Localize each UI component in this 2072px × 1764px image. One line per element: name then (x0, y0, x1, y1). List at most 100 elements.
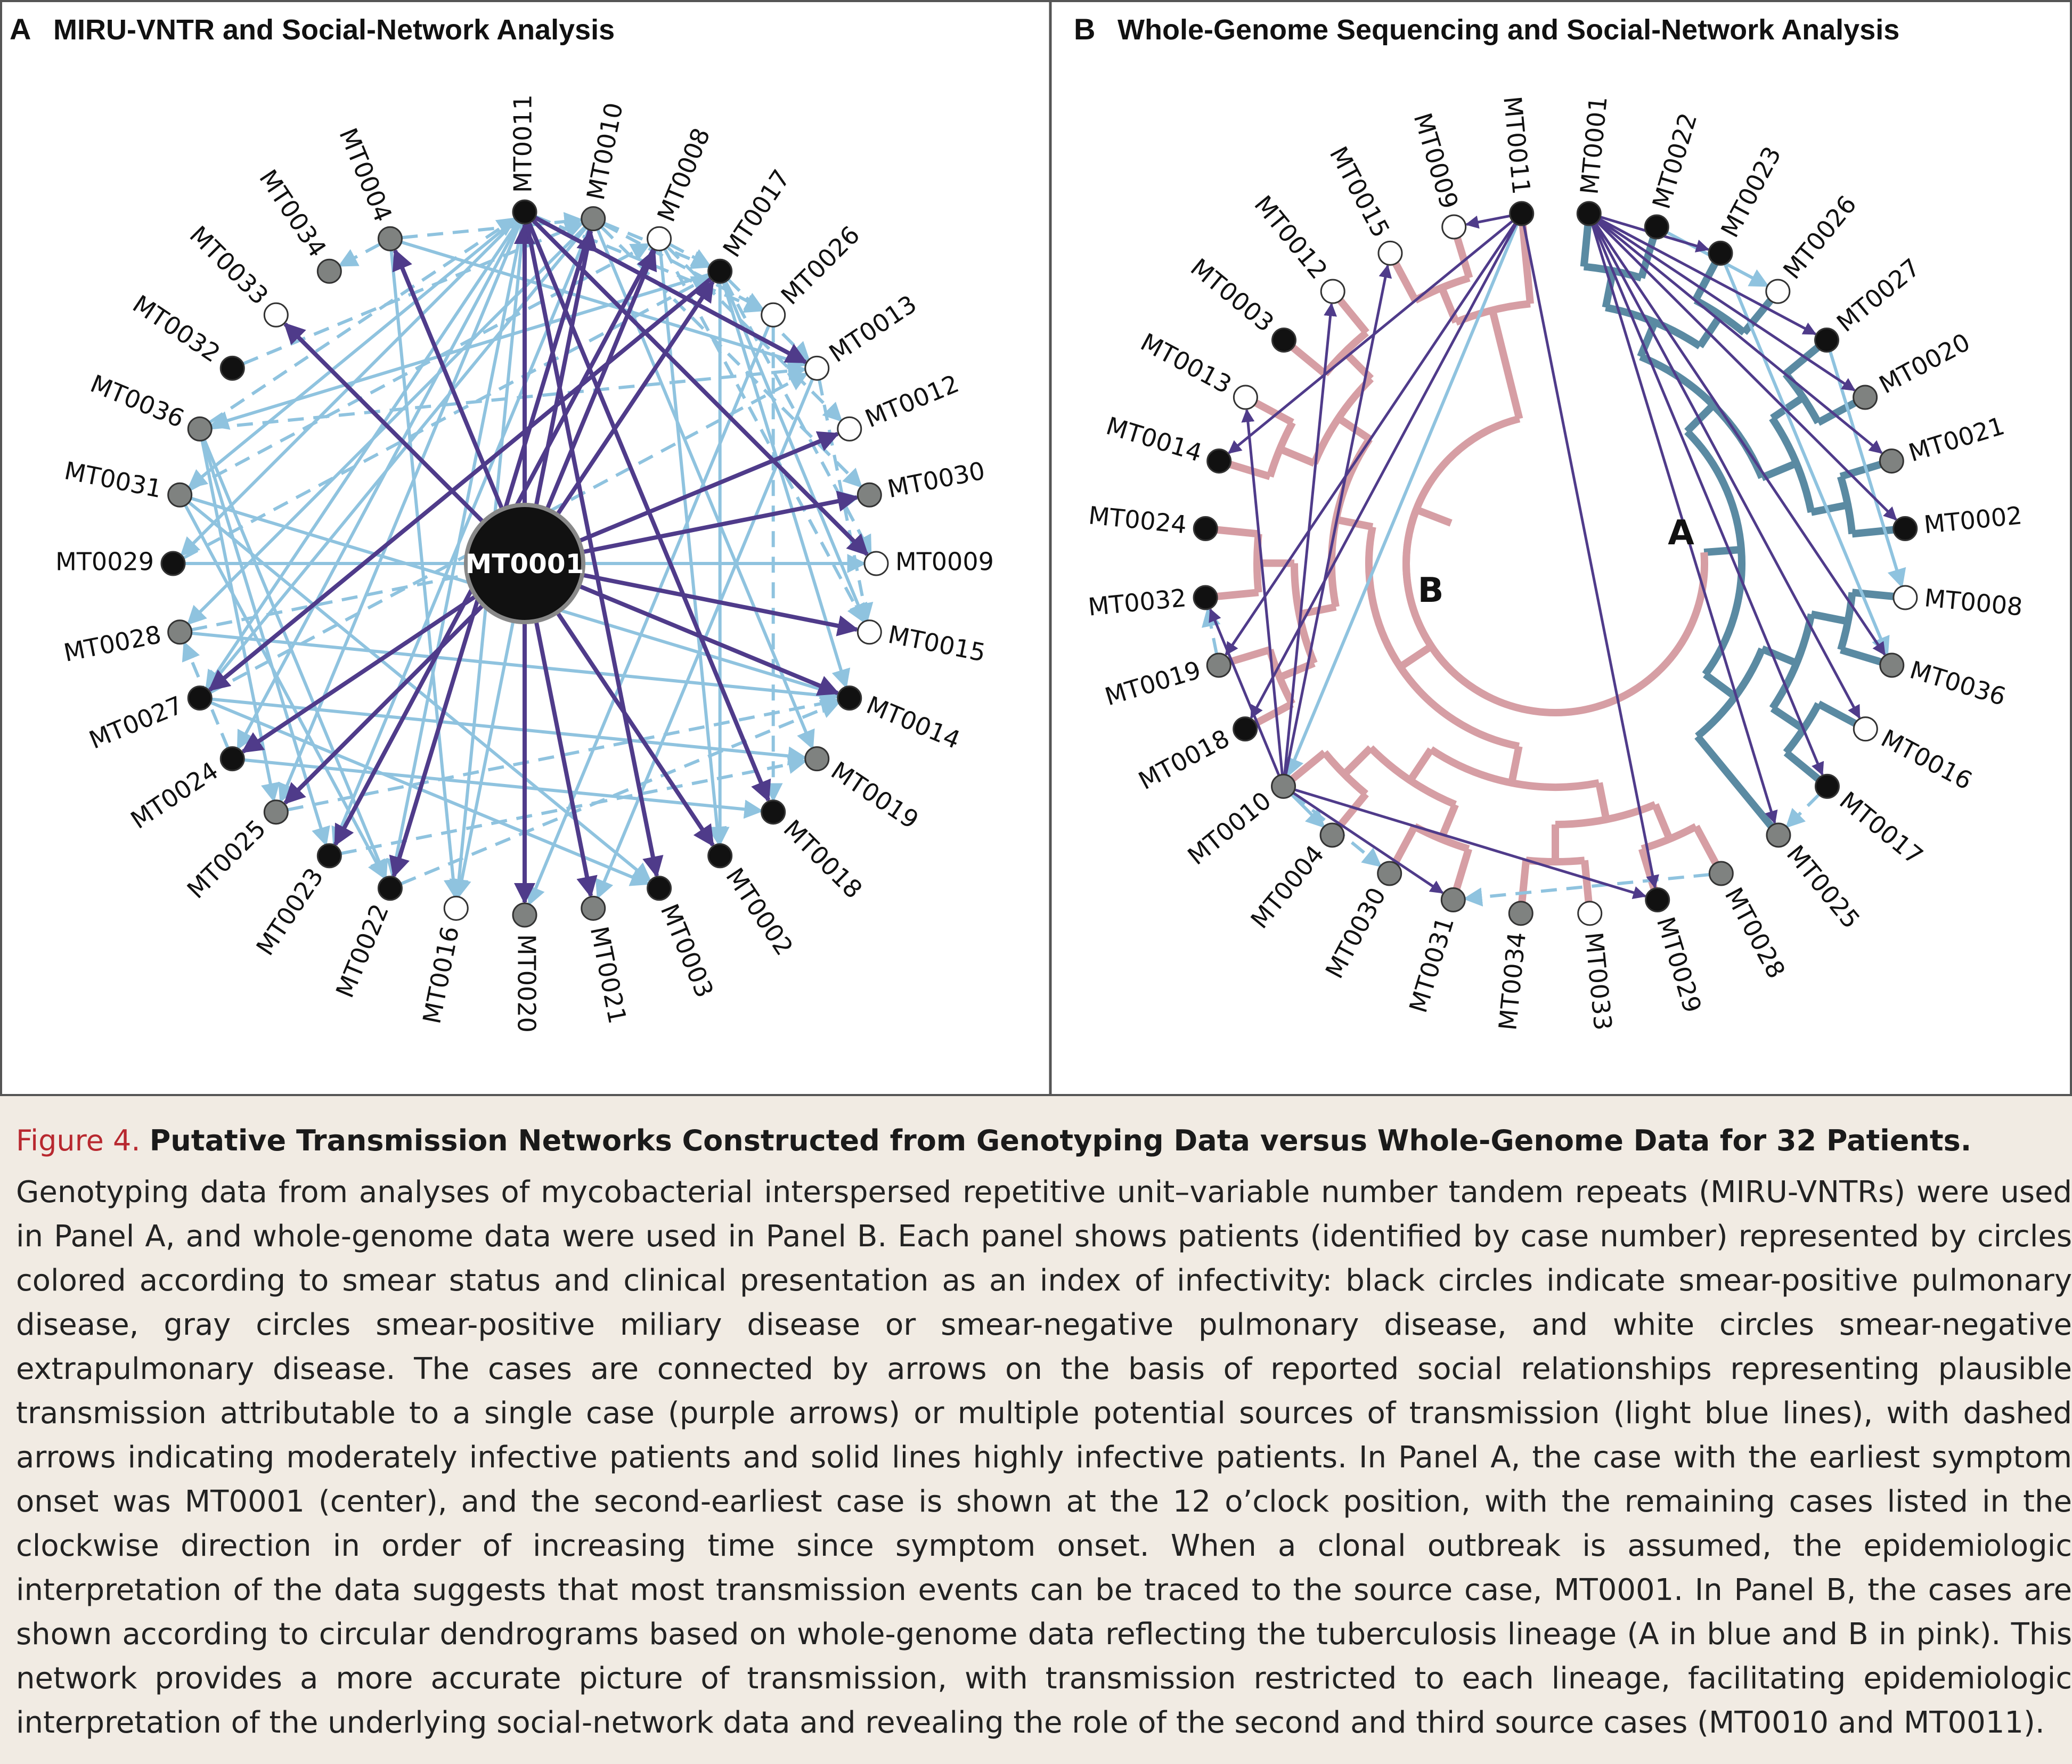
panelA-purple-arrow-mt0017-mt0027 (208, 277, 713, 692)
panelA-dashed-edge-mt0004-mt0034 (338, 242, 381, 267)
panelA-blue-edge-mt0011-mt0024 (236, 221, 521, 750)
panelB-node-mt0009 (1441, 214, 1467, 240)
panelA-label-mt0033: MT0033 (184, 220, 274, 311)
panelB-node-mt0019 (1206, 652, 1231, 678)
panelB-label-mt0031: MT0031 (1404, 913, 1459, 1016)
panelA-label-mt0032: MT0032 (128, 289, 226, 368)
panelA-label-mt0029: MT0029 (55, 548, 154, 576)
panelB-label-mt0030: MT0030 (1320, 883, 1392, 983)
panel-b-dendrogram (1216, 224, 1895, 903)
panelA-blue-edge-mt0017-mt0014 (722, 282, 851, 689)
panelB-purple-arrow-mt0001-mt0002 (1596, 220, 1897, 521)
panelA-label-mt0021: MT0021 (585, 924, 632, 1026)
panelA-label-mt0036: MT0036 (86, 369, 188, 434)
panelA-label-mt0024: MT0024 (126, 756, 224, 835)
panelB-label-mt0019: MT0019 (1102, 655, 1204, 711)
figure-border (0, 0, 2072, 1096)
panelA-label-mt0016: MT0016 (417, 924, 464, 1026)
panelB-purple-arrow-mt0001-mt0036 (1594, 222, 1886, 656)
panelA-node-mt0023 (316, 843, 342, 869)
panel-a-title: MIRU-VNTR and Social-Network Analysis (53, 14, 615, 46)
panelA-node-mt0014 (837, 685, 862, 711)
panelA-label-mt0003: MT0003 (655, 900, 720, 1001)
panelA-node-mt0027 (187, 685, 213, 711)
panelA-dashed-edge-mt0022-mt0014 (400, 700, 841, 886)
panelA-purple-arrow-mt0011-mt0013 (534, 215, 808, 364)
panelB-node-mt0018 (1233, 716, 1258, 742)
panelA-purple-arrow-mt0001-mt0021 (534, 622, 598, 898)
panelA-node-mt0017 (707, 258, 733, 284)
caption-body: Genotyping data from analyses of mycobac… (16, 1174, 2072, 1740)
panelB-purple-arrow-mt0001-mt0020 (1598, 219, 1856, 391)
panelB-label-mt0008: MT0008 (1923, 583, 2024, 622)
panelA-node-mt0033 (263, 302, 289, 328)
panelB-purple-arrow-mt0010-mt0029 (1294, 788, 1647, 899)
caption-title: Figure 4. Putative Transmission Networks… (16, 1124, 2072, 1158)
panelA-node-mt0022 (377, 876, 403, 901)
panelA-node-mt0003 (647, 876, 672, 901)
panelA-node-mt0024 (219, 746, 245, 772)
panelA-node-mt0011 (512, 199, 537, 225)
panelB-label-mt0004: MT0004 (1245, 839, 1329, 934)
panel-a-edges (180, 212, 874, 907)
panelA-label-mt0010: MT0010 (581, 100, 629, 202)
panelA-purple-arrow-mt0001-mt0015 (583, 573, 859, 636)
panelA-label-mt0034: MT0034 (254, 165, 332, 263)
panelB-node-mt0030 (1377, 861, 1402, 886)
panelA-purple-arrow-mt0001-mt0024 (241, 594, 477, 754)
panelB-label-mt0011: MT0011 (1498, 95, 1536, 195)
panelA-node-mt0016 (443, 895, 469, 921)
panelB-node-mt0022 (1644, 214, 1669, 240)
panelA-node-mt0010 (581, 206, 606, 232)
panelA-label-mt0028: MT0028 (61, 620, 164, 667)
panelA-label-mt0031: MT0031 (62, 456, 164, 503)
panelA-label-mt0020: MT0020 (512, 934, 541, 1033)
panelA-label-mt0022: MT0022 (330, 900, 395, 1001)
panelA-node-mt0034 (316, 258, 342, 284)
panelA-dashed-edge-mt0008-mt0015 (663, 248, 866, 624)
panelB-node-mt0024 (1193, 516, 1218, 542)
panelA-blue-edge-mt0011-mt0031 (187, 218, 517, 489)
panelB-blue-edge-mt0023-mt0036 (1723, 263, 1890, 657)
panelB-label-mt0010: MT0010 (1182, 786, 1276, 871)
panelA-purple-arrow-mt0011-mt0018 (527, 222, 771, 803)
panelB-label-mt0003: MT0003 (1185, 253, 1279, 338)
panelA-label-mt0013: MT0013 (824, 289, 922, 368)
figure-title: Putative Transmission Networks Construct… (149, 1124, 1972, 1157)
panelB-node-mt0031 (1440, 887, 1466, 913)
panelB-node-mt0008 (1892, 585, 1918, 610)
panelB-purple-arrow-mt0010-mt0015 (1284, 264, 1392, 775)
panelA-dashed-edge-mt0010-mt0026 (602, 223, 765, 311)
panelA-label-mt0002: MT0002 (720, 863, 799, 961)
panelA-node-mt0002 (707, 843, 733, 869)
caption-box: Figure 4. Putative Transmission Networks… (0, 1096, 2072, 1764)
panelB-label-mt0025: MT0025 (1781, 839, 1866, 934)
panelB-label-mt0024: MT0024 (1087, 501, 1188, 539)
panelB-purple-arrow-mt0011-mt0019 (1225, 222, 1516, 656)
panelB-node-mt0011 (1509, 201, 1535, 226)
panelA-node-mt0032 (219, 355, 245, 381)
panelA-blue-edge-mt0024-mt0018 (243, 758, 764, 819)
panelA-label-mt0015: MT0015 (886, 620, 988, 667)
panelA-label-mt0027: MT0027 (85, 690, 187, 755)
panelB-purple-arrow-mt0001-mt0021 (1597, 220, 1883, 454)
panelA-label-mt0009: MT0009 (895, 548, 994, 576)
panelA-label-mt0004: MT0004 (333, 124, 398, 226)
panelA-node-mt0004 (377, 226, 403, 251)
panelA-node-mt0009 (863, 551, 889, 576)
panelB-label-mt0001: MT0001 (1575, 95, 1612, 195)
panelB-node-mt0032 (1193, 585, 1218, 610)
panelA-node-mt0008 (647, 226, 672, 251)
panelB-node-mt0016 (1853, 716, 1878, 742)
panelA-purple-arrow-mt0001-mt0008 (545, 248, 657, 510)
panelB-label-mt0021: MT0021 (1905, 411, 2008, 468)
panelB-purple-arrow-mt0011-mt0018 (1250, 223, 1518, 719)
panelA-node-mt0030 (856, 482, 882, 508)
panelB-node-mt0036 (1879, 652, 1905, 678)
panel-a-center-label: MT0001 (465, 549, 584, 579)
panelB-label-mt0020: MT0020 (1874, 328, 1975, 399)
panelB-label-mt0013: MT0013 (1136, 328, 1236, 399)
panelB-node-mt0020 (1853, 385, 1878, 410)
